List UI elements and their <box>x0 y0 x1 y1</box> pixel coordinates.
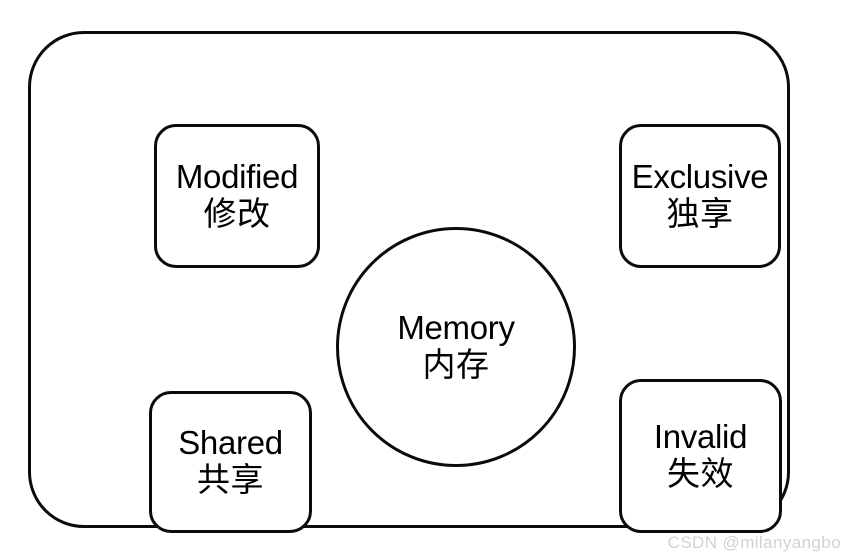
state-node-exclusive-label-en: Exclusive <box>631 158 769 196</box>
center-node-memory: Memory 内存 <box>336 227 576 467</box>
state-node-modified-label-zh: 修改 <box>203 195 271 232</box>
state-node-shared-label-zh: 共享 <box>197 461 264 498</box>
center-node-memory-label-zh: 内存 <box>422 346 490 383</box>
state-node-shared: Shared 共享 <box>149 391 312 533</box>
watermark-text: CSDN @milanyangbo <box>667 533 841 552</box>
state-node-exclusive-label-zh: 独享 <box>666 195 734 232</box>
state-node-invalid-label-en: Invalid <box>653 418 748 456</box>
state-node-invalid: Invalid 失效 <box>619 379 782 533</box>
outer-boundary-frame: Modified 修改 Exclusive 独享 Shared 共享 Inval… <box>28 31 790 533</box>
state-node-modified: Modified 修改 <box>154 124 320 268</box>
state-node-invalid-label-zh: 失效 <box>667 455 734 492</box>
state-node-modified-label-en: Modified <box>175 158 299 196</box>
state-node-shared-label-en: Shared <box>178 424 283 462</box>
center-node-memory-label-en: Memory <box>397 309 515 347</box>
state-node-exclusive: Exclusive 独享 <box>619 124 781 268</box>
